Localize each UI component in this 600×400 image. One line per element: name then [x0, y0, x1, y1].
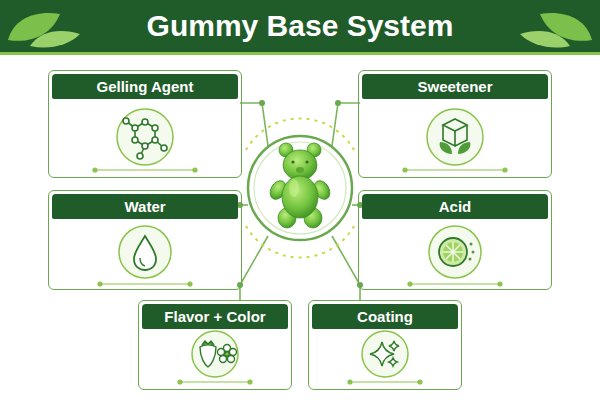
molecule-icon [123, 118, 167, 159]
connector-dots [237, 100, 363, 288]
box-heading: Coating [312, 304, 458, 329]
sparkle-icon [370, 341, 399, 366]
component-box: Coating [308, 300, 462, 390]
water-drop-icon [134, 236, 156, 270]
component-box: Water [48, 190, 242, 290]
center-badge [246, 118, 354, 257]
icon-circles [117, 109, 483, 377]
lime-slice-icon [439, 238, 475, 266]
sugar-cube-icon [440, 119, 471, 154]
box-heading: Acid [362, 194, 548, 219]
title-banner [0, 0, 600, 55]
strawberry-flower-icon [200, 341, 237, 367]
box-heading: Gelling Agent [52, 74, 238, 99]
box-heading: Flavor + Color [142, 304, 288, 329]
component-box: Sweetener [358, 70, 552, 178]
component-box: Flavor + Color [138, 300, 292, 390]
box-heading: Sweetener [362, 74, 548, 99]
gummy-bear [267, 143, 333, 228]
component-box: Gelling Agent [48, 70, 242, 178]
diagram-title: Gummy Base System [0, 0, 600, 52]
connector-lines [240, 103, 360, 300]
component-box: Acid [358, 190, 552, 290]
box-heading: Water [52, 194, 238, 219]
